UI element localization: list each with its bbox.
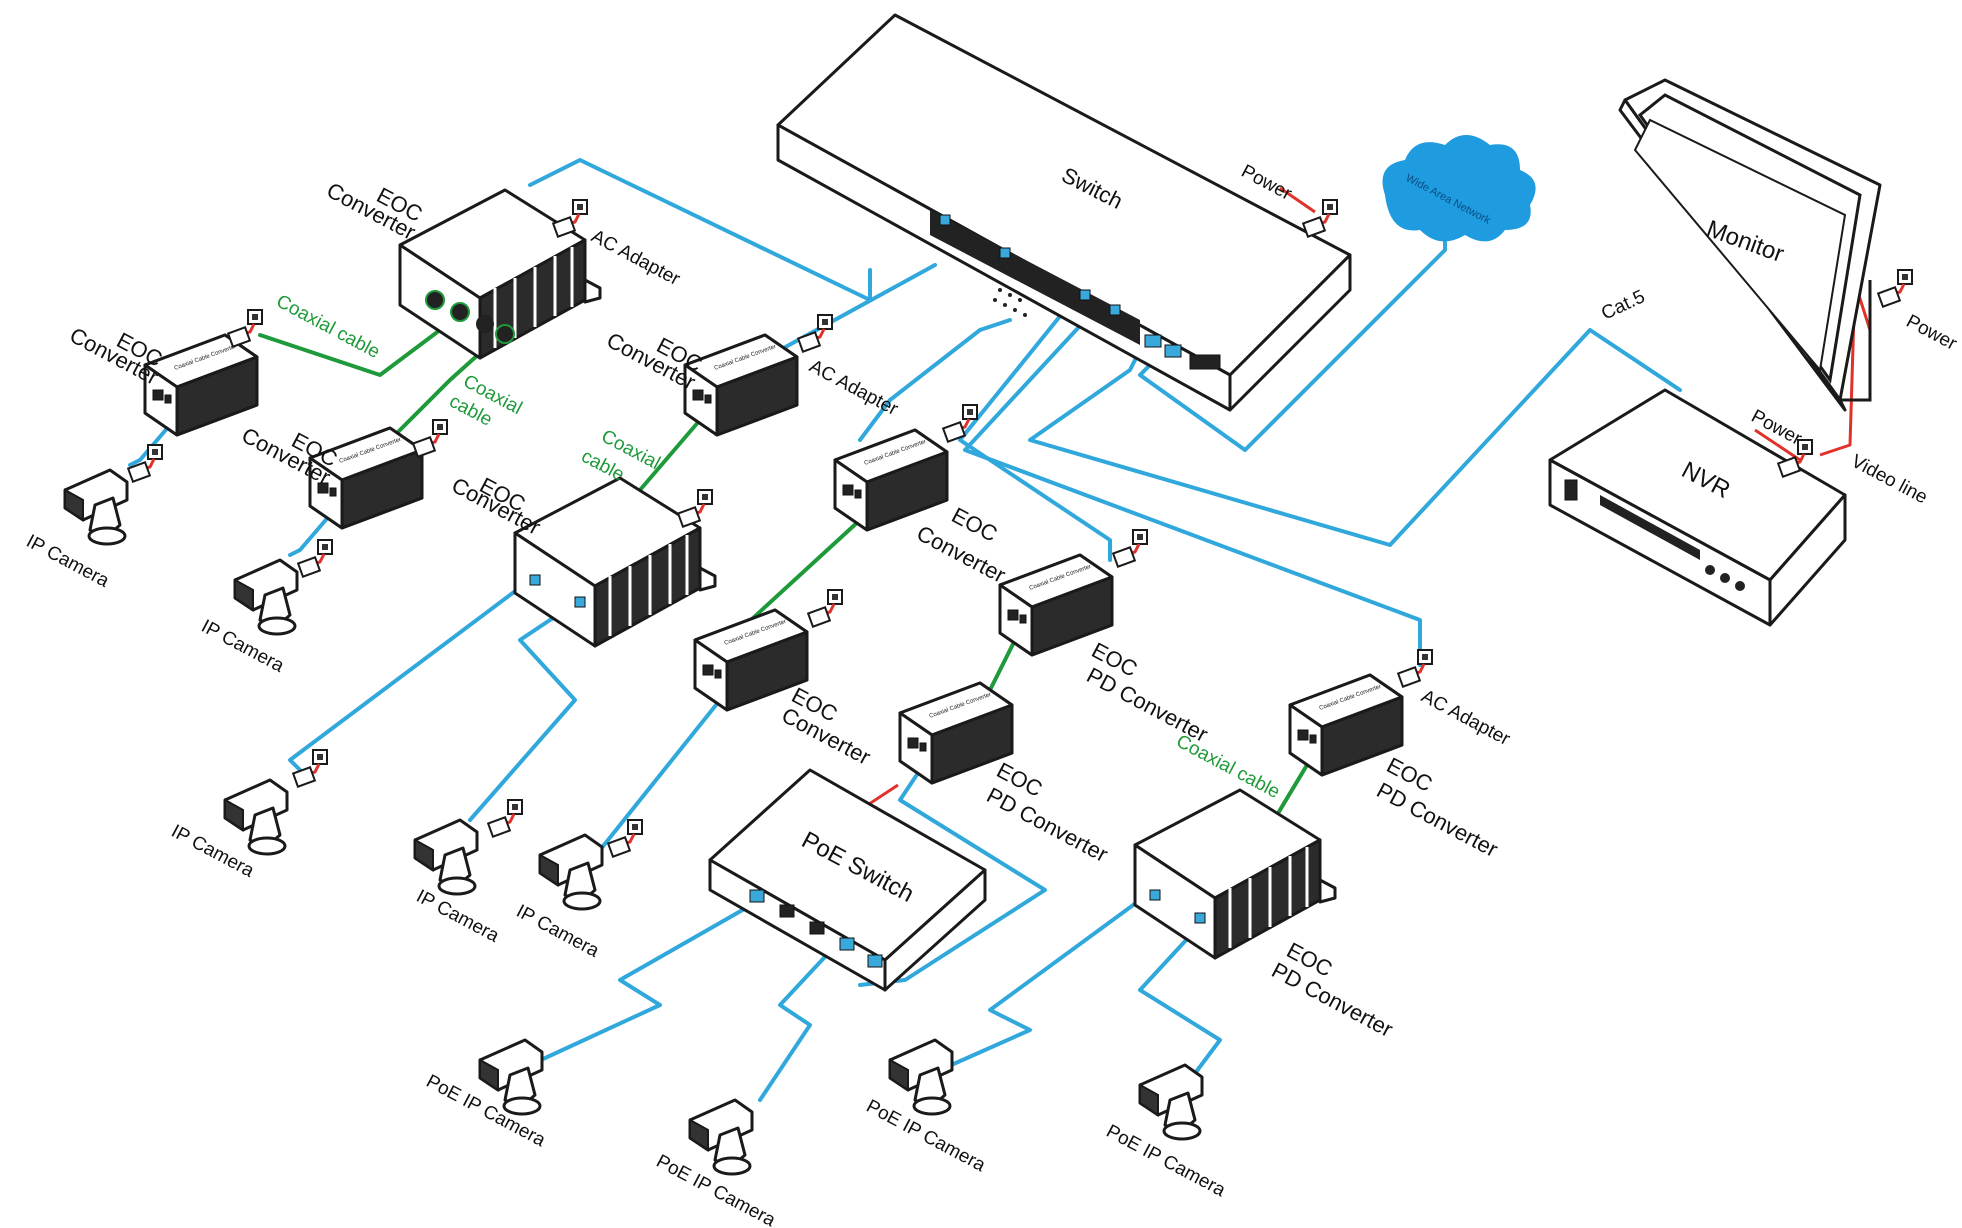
eoc-converter-left-1[interactable]: EOC Converter [66,322,259,437]
eoc-pd-big-label-2: PD Converter [1268,957,1397,1042]
ip-camera-4[interactable]: IP Camera [413,798,524,947]
ip-camera-2[interactable]: IP Camera [198,538,334,677]
coaxial-cable-label-4: Coaxial cable [1173,731,1284,803]
coaxial-cable-label-1: Coaxial cable [273,291,384,363]
poe-switch[interactable]: PoE Switch [708,768,987,992]
monitor[interactable]: Monitor [1618,78,1882,412]
switch-ports [930,210,1221,370]
switch-vent [993,288,1027,317]
wan-cloud: Wide Area Network [1382,135,1536,242]
nvr[interactable]: NVR [1548,388,1847,627]
eoc-converter-lower[interactable]: EOC Converter [693,608,875,770]
ip-camera-5[interactable]: IP Camera [513,818,644,962]
monitor-power: Power [1876,268,1961,355]
eoc-converter-middle[interactable]: EOC Converter [448,472,717,648]
ip-camera-1[interactable]: IP Camera [23,443,164,592]
eoc-converter-top-left[interactable]: EOC Converter [323,177,602,360]
main-switch[interactable]: Switch [776,13,1352,412]
ip-camera-5-label: IP Camera [513,901,603,962]
eoc-pd-right-label-2: PD Converter [1373,777,1502,862]
eoc-converter-mid-top[interactable]: EOC Converter [603,327,799,437]
poe-ip-camera-2[interactable]: PoE IP Camera [653,1098,779,1228]
cat5-label: Cat.5 [1598,286,1648,324]
video-line-label: Video line [1848,451,1931,509]
ac-adapter-label-1: AC Adapter [588,226,684,290]
eoc-converter-left-2[interactable]: EOC Converter [238,422,424,530]
ip-camera-3[interactable]: IP Camera [168,748,329,882]
eoc-pd-upper-label-2: PD Converter [1083,662,1212,747]
switch-power-label: Power [1238,161,1296,205]
eoc-pd-converter-upper[interactable]: EOC PD Converter [998,553,1212,747]
eoc-pd-converter-right[interactable]: EOC PD Converter [1288,673,1502,862]
eoc-pd-converter-big[interactable]: EOC PD Converter [1133,788,1397,1042]
monitor-power-label: Power [1903,311,1961,355]
poe-ip-camera-1[interactable]: PoE IP Camera [423,1038,549,1151]
ac-adapter-label-2: AC Adapter [806,356,902,420]
ac-adapter-label-3: AC Adapter [1418,686,1514,750]
poe-ip-camera-3[interactable]: PoE IP Camera [863,1038,989,1176]
poe-ip-camera-4[interactable]: PoE IP Camera [1103,1063,1229,1201]
eoc-pd-lower-label-2: PD Converter [983,782,1112,867]
